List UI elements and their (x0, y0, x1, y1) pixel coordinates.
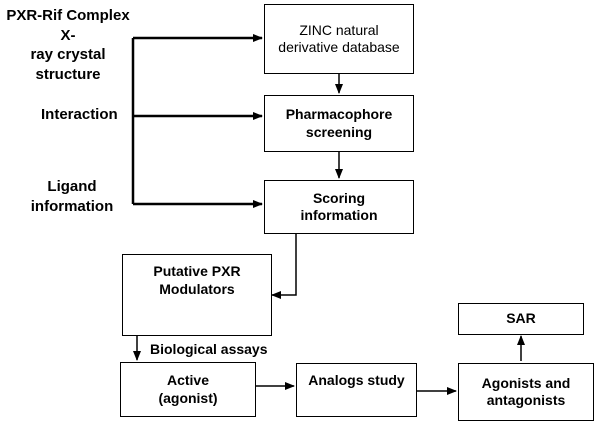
zinc-database-box: ZINC natural derivative database (264, 4, 414, 74)
active-text: Active (agonist) (158, 372, 218, 406)
analogs-study-box: Analogs study (296, 363, 417, 417)
scoring-text: Scoring information (300, 189, 378, 224)
putative-modulators-box: Putative PXR Modulators (122, 254, 272, 336)
biological-assays-label: Biological assays (150, 341, 268, 357)
scoring-box: Scoring information (264, 180, 414, 234)
pharmacophore-text: Pharmacophore screening (285, 106, 393, 140)
active-box: Active (agonist) (120, 362, 256, 417)
zinc-database-text: ZINC natural derivative database (278, 21, 400, 56)
pharmacophore-box: Pharmacophore screening (264, 95, 414, 152)
sar-text: SAR (506, 310, 536, 327)
agonists-antagonists-text: Agonists and antagonists (481, 374, 571, 409)
agonists-antagonists-box: Agonists and antagonists (458, 363, 594, 421)
interaction-label: Interaction (41, 106, 118, 123)
ligand-label: Ligand information (30, 178, 114, 215)
sar-box: SAR (458, 303, 584, 335)
analogs-study-text: Analogs study (308, 372, 405, 388)
putative-modulators-text: Putative PXR Modulators (153, 263, 241, 297)
structure-label: PXR-Rif Complex X- ray crystal structure (6, 7, 130, 83)
scoring-to-putative-arrow (271, 234, 297, 299)
